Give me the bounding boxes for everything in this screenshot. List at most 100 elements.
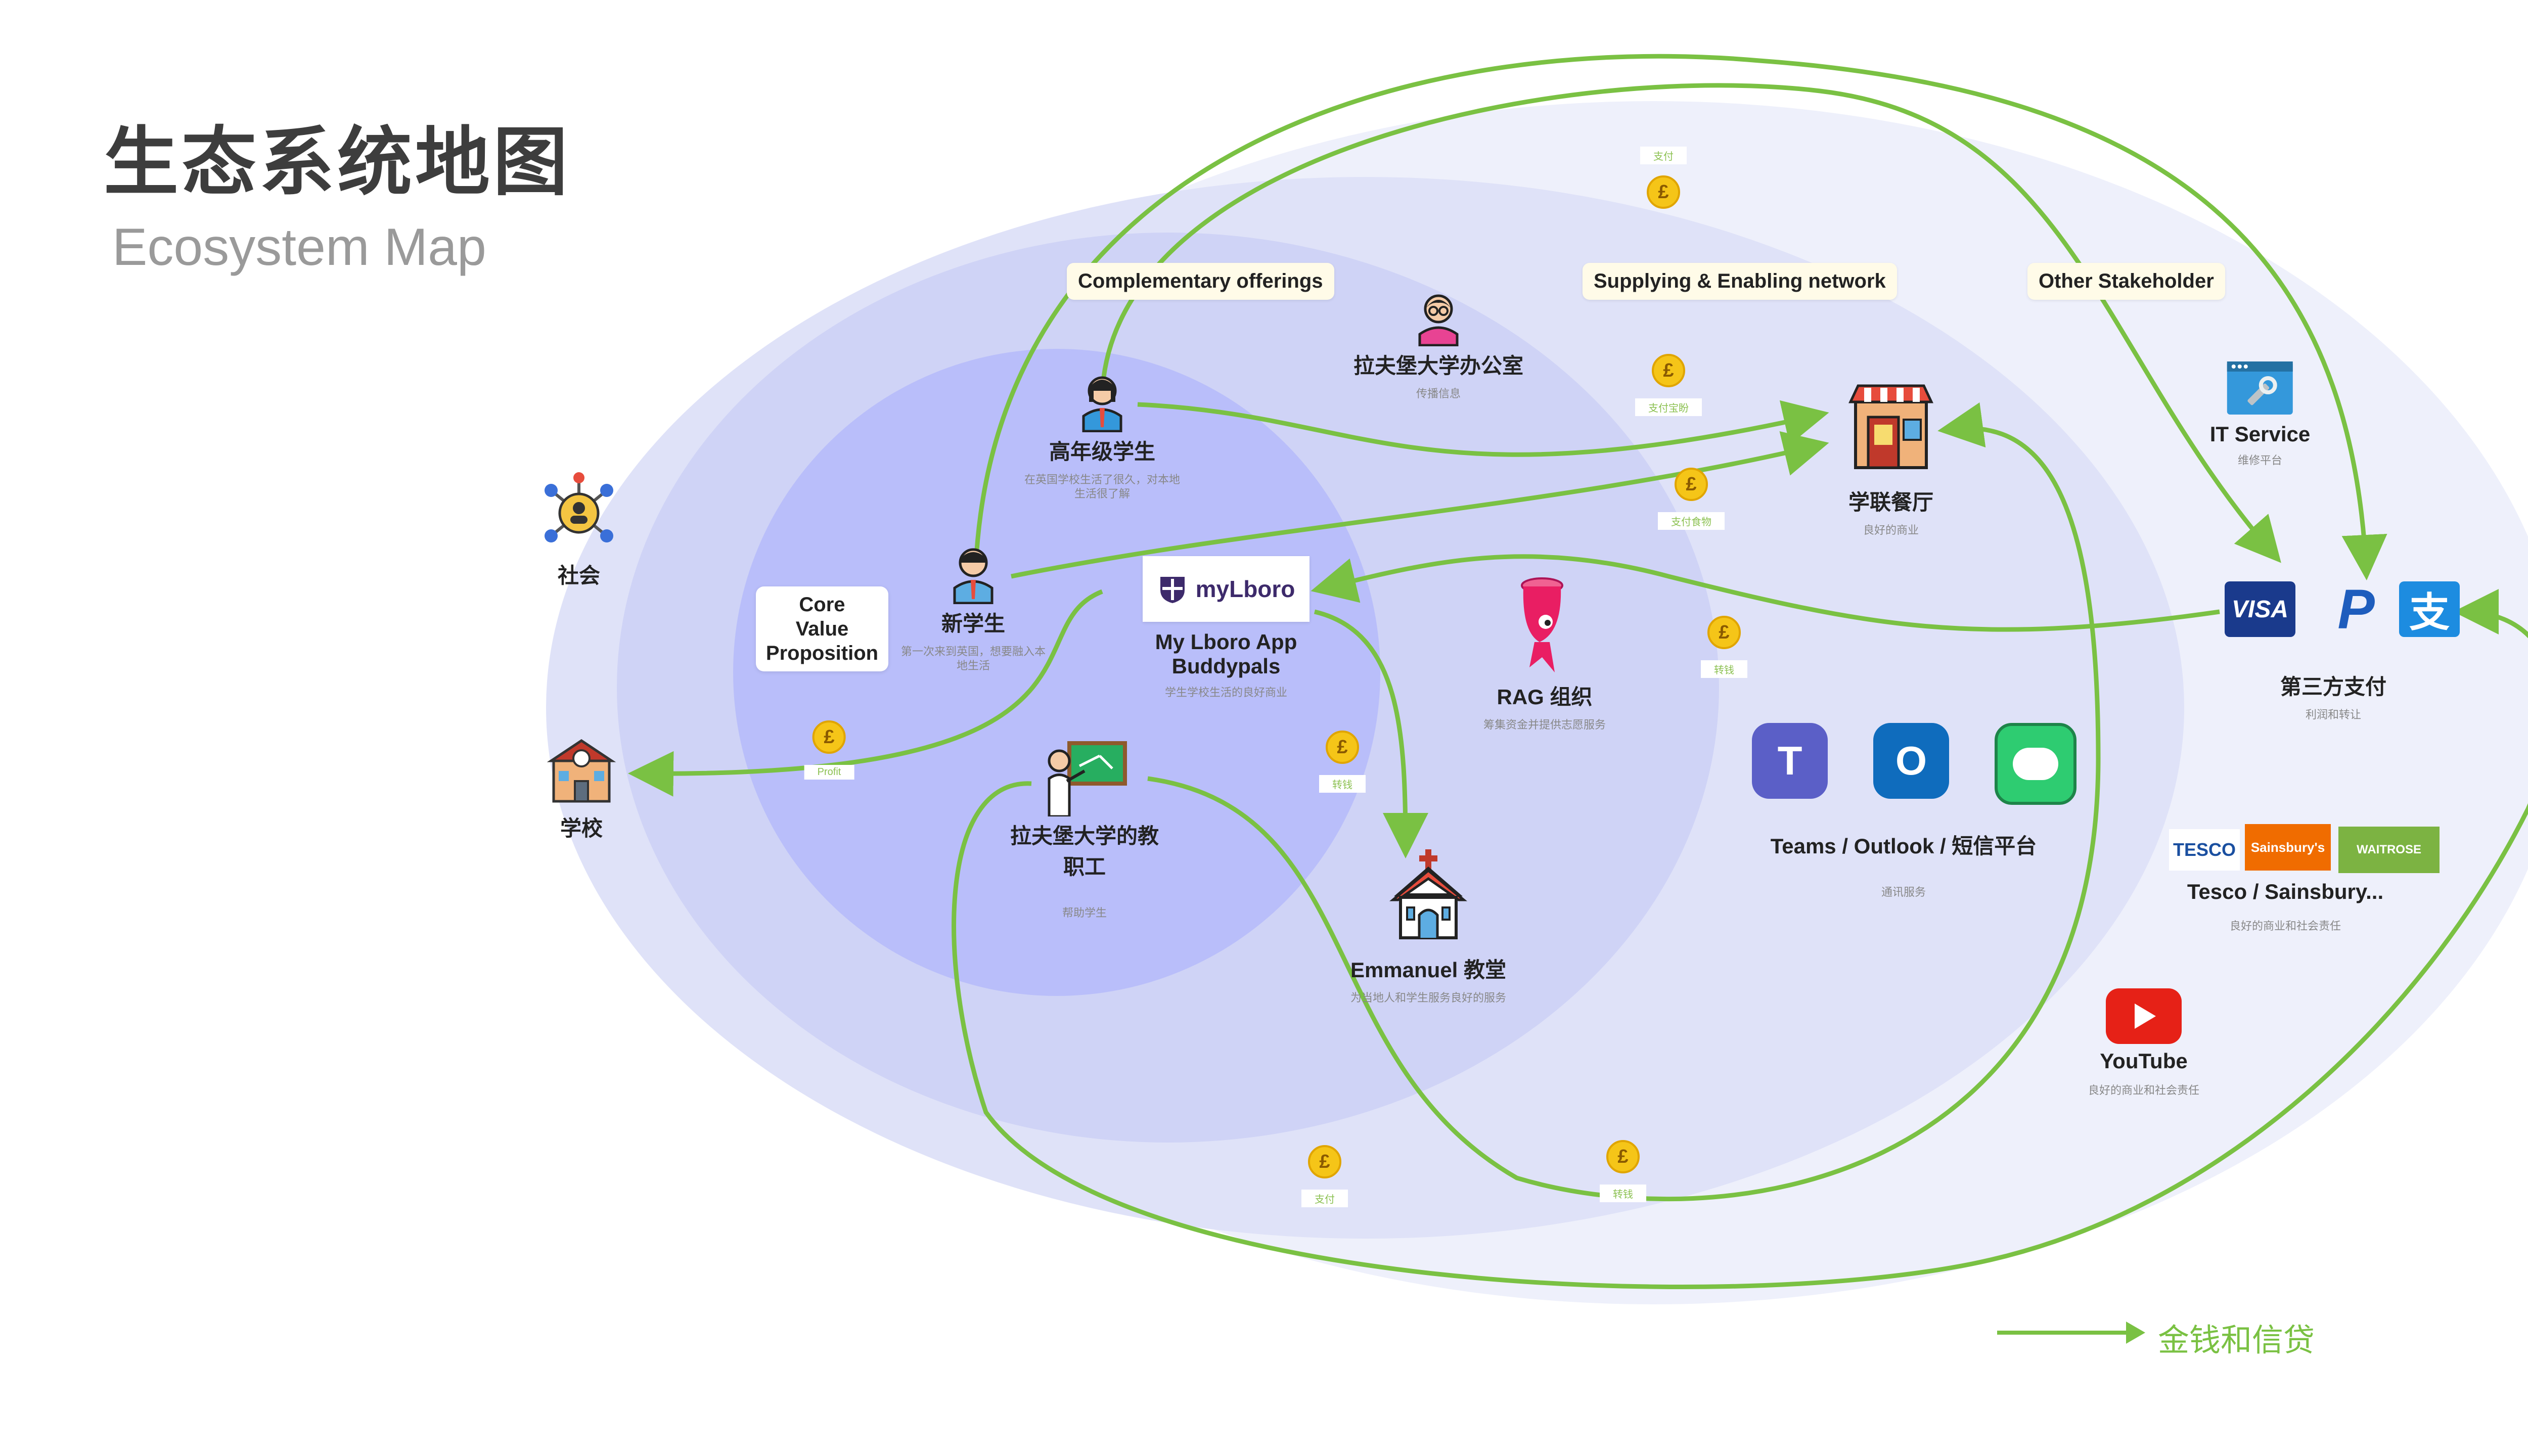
student-icon <box>1082 376 1122 433</box>
node-description: 通讯服务 <box>1881 886 1926 898</box>
flow-arrow <box>1100 83 2281 563</box>
node-description: 良好的商业 <box>1863 524 1919 536</box>
node-name: 第三方支付 <box>2280 675 2387 699</box>
node-name: 学联餐厅 <box>1848 490 1933 514</box>
node-name: YouTube <box>2100 1049 2188 1073</box>
node-name: 拉夫堡大学办公室 <box>1353 354 1524 378</box>
waitrose-logo: WAITROSE <box>2338 827 2440 873</box>
sainsburys-logo: Sainsbury's <box>2245 824 2331 871</box>
page-subtitle: Ecosystem Map <box>112 218 486 277</box>
node-description: 筹集资金并提供志愿服务 <box>1483 718 1606 731</box>
node-school: 学校 <box>544 733 619 842</box>
node-name: Emmanuel 教堂 <box>1350 958 1507 982</box>
node-description: 学生学校生活的良好商业 <box>1164 686 1287 699</box>
messages-icon <box>1995 723 2076 805</box>
node-description: 良好的商业和社会责任 <box>2088 1084 2200 1097</box>
pound-coin-icon: £ <box>1707 616 1741 649</box>
money-marker-profit: £ Profit <box>804 720 854 780</box>
node-it-service: IT Service 维修平台 <box>2210 359 2310 468</box>
cvp-line: Value <box>795 618 849 640</box>
flow-arrow <box>952 589 2528 1289</box>
label-supplying-network: Supplying & Enabling network <box>1583 263 1897 300</box>
money-tag: Profit <box>804 765 854 780</box>
cvp-line: Proposition <box>765 642 879 664</box>
pound-coin-icon: £ <box>1647 175 1680 209</box>
node-name: Tesco / Sainsbury... <box>2187 880 2384 903</box>
school-building-icon <box>547 739 616 803</box>
node-youtube: YouTube 良好的商业和社会责任 <box>2088 986 2199 1098</box>
node-university-office: 拉夫堡大学办公室 传播信息 <box>1353 291 1523 401</box>
node-third-party-payment: 第三方支付 利润和转让 <box>2280 670 2386 722</box>
money-tag: 转钱 <box>1600 1185 1646 1202</box>
money-marker-top: 支付 £ <box>1640 147 1687 209</box>
legend-arrow-head <box>2126 1322 2145 1344</box>
mylboro-logo-text: myLboro <box>1195 576 1295 602</box>
node-description: 维修平台 <box>2237 454 2282 467</box>
flow-arrow <box>973 54 2387 580</box>
money-marker-rag: £ 转钱 <box>1701 616 1747 678</box>
pound-coin-icon: £ <box>1308 1145 1341 1178</box>
node-union-restaurant: 学联餐厅 良好的商业 <box>1848 382 1934 537</box>
money-marker-food: £ 支付食物 <box>1658 468 1725 530</box>
youtube-icon <box>2105 988 2182 1044</box>
money-marker-bottom-left: £ 支付 <box>1301 1145 1348 1207</box>
money-tag: 支付宝盼 <box>1635 398 1702 416</box>
money-tag: 支付 <box>1301 1190 1348 1207</box>
node-name: IT Service <box>2209 422 2311 446</box>
node-emmanuel-church: Emmanuel 教堂 为当地人和学生服务良好的服务 <box>1342 849 1514 1005</box>
paypal-logo: P <box>2337 578 2375 641</box>
node-senior-student: 高年级学生 在英国学校生活了很久，对本地生活很了解 <box>1021 372 1183 501</box>
restaurant-icon <box>1848 384 1933 469</box>
node-new-student: 新学生 第一次来到英国，想要融入本地生活 <box>897 543 1049 673</box>
node-name: RAG 组织 <box>1497 685 1593 709</box>
node-supermarkets: Tesco / Sainsbury... 良好的商业和社会责任 <box>2187 880 2383 933</box>
outlook-icon: O <box>1873 723 1949 799</box>
node-description: 传播信息 <box>1416 387 1461 400</box>
legend-label: 金钱和信贷 <box>2158 1323 2315 1358</box>
node-description: 在英国学校生活了很久，对本地生活很了解 <box>1024 473 1180 500</box>
mylboro-logo: myLboro <box>1143 556 1310 622</box>
money-tag: 支付 <box>1640 147 1687 164</box>
money-marker-bottom-right: £ 转钱 <box>1600 1140 1646 1202</box>
node-communications: Teams / Outlook / 短信平台 通讯服务 <box>1771 829 2037 899</box>
node-rag-organisation: RAG 组织 筹集资金并提供志愿服务 <box>1464 576 1626 732</box>
flow-arrow <box>1011 431 1829 579</box>
node-name: My Lboro App <box>1155 630 1297 654</box>
tesco-logo: TESCO <box>2169 829 2240 871</box>
pound-coin-icon: £ <box>1606 1140 1640 1173</box>
ring-core <box>733 349 1380 996</box>
node-name: 学校 <box>560 816 603 840</box>
node-name: 高年级学生 <box>1049 440 1155 464</box>
node-university-staff: 拉夫堡大学的教 职工 帮助学生 <box>999 741 1170 920</box>
flow-arrow <box>1314 609 1428 858</box>
node-mylboro-app: myLboro My Lboro App Buddypals 学生学校生活的良好… <box>1140 556 1312 700</box>
money-marker-app: £ 转钱 <box>1319 731 1366 793</box>
node-description: 为当地人和学生服务良好的服务 <box>1350 991 1506 1004</box>
money-tag: 转钱 <box>1319 775 1366 793</box>
page-title: 生态系统地图 <box>104 121 571 204</box>
student-icon <box>953 548 994 605</box>
core-value-proposition: Core Value Proposition <box>756 586 888 671</box>
visa-logo: VISA <box>2225 581 2295 637</box>
computer-repair-icon <box>2227 361 2293 415</box>
money-tag: 转钱 <box>1701 660 1747 678</box>
flow-arrow <box>1147 402 2101 1202</box>
node-description: 利润和转让 <box>2305 708 2362 721</box>
node-description: 帮助学生 <box>1062 906 1107 919</box>
pound-coin-icon: £ <box>1675 468 1708 501</box>
teacher-board-icon <box>1048 741 1127 818</box>
cvp-line: Core <box>799 594 845 616</box>
node-name: Teams / Outlook / 短信平台 <box>1770 834 2037 858</box>
label-other-stakeholder: Other Stakeholder <box>2027 263 2225 300</box>
teams-icon: T <box>1752 723 1828 799</box>
node-description: 良好的商业和社会责任 <box>2229 920 2341 932</box>
staff-icon <box>1418 294 1459 347</box>
pound-coin-icon: £ <box>812 720 846 754</box>
label-complementary-offerings: Complementary offerings <box>1067 263 1334 300</box>
university-crest-icon <box>1160 577 1185 603</box>
node-name: 社会 <box>557 564 600 587</box>
node-name: 新学生 <box>941 612 1005 635</box>
flow-arrow <box>1137 400 1829 457</box>
node-society: 社会 <box>536 470 622 589</box>
